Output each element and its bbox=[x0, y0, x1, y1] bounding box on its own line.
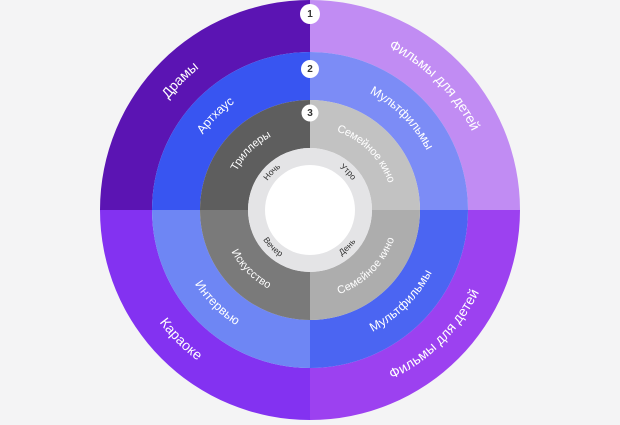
ring-1-sector-2 bbox=[310, 210, 520, 420]
ring-3-sector-1 bbox=[310, 100, 420, 210]
ring-1-badge bbox=[300, 4, 320, 24]
ring-1-sector-3 bbox=[100, 210, 310, 420]
ring-2-badge-number: 2 bbox=[307, 64, 313, 75]
center-circle bbox=[265, 165, 355, 255]
ring-2-sector-1 bbox=[310, 52, 468, 210]
ring-2-sector-4 bbox=[152, 52, 310, 210]
ring-3-sector-2 bbox=[310, 210, 420, 320]
ring-2-badge bbox=[301, 60, 319, 78]
ring-1-sector-1 bbox=[310, 0, 520, 210]
ring-1-badge-number: 1 bbox=[307, 9, 313, 20]
ring-3-sector-4 bbox=[200, 100, 310, 210]
ring-2-sector-2 bbox=[310, 210, 468, 368]
ring-1-sector-4 bbox=[100, 0, 310, 210]
ring-3-badge bbox=[301, 104, 319, 122]
ring-3-sector-3 bbox=[200, 210, 310, 320]
ring-3-badge-number: 3 bbox=[307, 108, 313, 119]
ring-2-sector-3 bbox=[152, 210, 310, 368]
